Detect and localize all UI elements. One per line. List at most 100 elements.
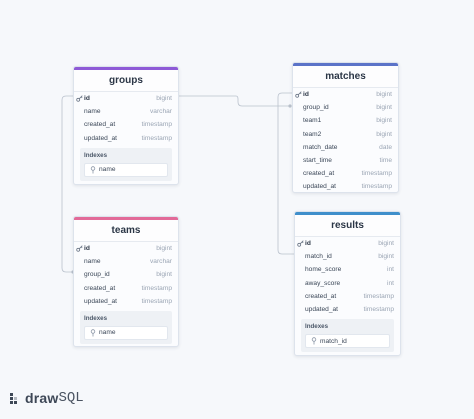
column-type: bigint: [376, 117, 392, 125]
table-accent-bar: [293, 63, 398, 66]
column-type: timestamp: [361, 183, 392, 191]
column-name: team2: [303, 130, 322, 138]
column-name: updated_at: [84, 134, 118, 142]
column-name: home_score: [305, 266, 342, 274]
column-row[interactable]: updated_at timestamp: [293, 180, 398, 192]
column-name: team1: [303, 117, 322, 125]
column-type: bigint: [376, 130, 392, 138]
table-title: teams: [74, 220, 178, 242]
column-name: away_score: [305, 279, 341, 287]
column-name: updated_at: [303, 183, 337, 191]
column-type: bigint: [156, 95, 172, 103]
column-name: match_id: [305, 253, 332, 261]
indexes-label: Indexes: [84, 314, 108, 322]
column-row[interactable]: name varchar: [74, 105, 178, 118]
column-type: int: [387, 266, 394, 274]
logo-text-sql: SQL: [58, 390, 84, 406]
table-title: results: [295, 215, 400, 237]
column-row[interactable]: match_date date: [293, 141, 398, 154]
indexes-panel: Indexes match_id: [301, 319, 394, 353]
column-type: bigint: [378, 240, 394, 248]
column-row[interactable]: updated_at timestamp: [74, 132, 178, 145]
index-item[interactable]: match_id: [305, 334, 390, 349]
column-name: created_at: [305, 292, 337, 300]
column-row[interactable]: id bigint: [74, 92, 178, 105]
column-name: group_id: [84, 271, 110, 279]
column-row[interactable]: match_id bigint: [295, 250, 400, 263]
drawsql-logo: draw SQL: [9, 390, 84, 406]
index-name: name: [99, 166, 116, 174]
column-name: id: [305, 240, 311, 248]
column-row[interactable]: created_at timestamp: [295, 290, 400, 303]
column-row[interactable]: created_at timestamp: [293, 167, 398, 180]
table-accent-bar: [74, 67, 178, 70]
column-type: bigint: [378, 253, 394, 261]
column-type: varchar: [150, 108, 172, 116]
relation-teams-groups: [61, 95, 73, 273]
primary-key-icon: [295, 91, 302, 98]
primary-key-icon: [297, 240, 304, 247]
column-row[interactable]: group_id bigint: [74, 268, 178, 281]
index-item[interactable]: name: [84, 325, 168, 340]
column-type: varchar: [150, 258, 172, 266]
column-name: created_at: [303, 170, 335, 178]
index-pin-icon: [90, 166, 96, 174]
drawsql-logo-icon: [10, 392, 17, 404]
column-row[interactable]: id bigint: [295, 237, 400, 250]
table-accent-bar: [295, 212, 400, 215]
column-name: name: [84, 108, 101, 116]
index-name: name: [99, 329, 116, 337]
index-pin-icon: [311, 337, 317, 345]
column-row[interactable]: team2 bigint: [293, 128, 398, 141]
column-name: group_id: [303, 104, 329, 112]
column-row[interactable]: id bigint: [74, 242, 178, 255]
column-row[interactable]: group_id bigint: [293, 101, 398, 114]
column-type: bigint: [376, 91, 392, 99]
column-type: timestamp: [363, 292, 394, 300]
column-type: bigint: [156, 271, 172, 279]
index-pin-icon: [90, 329, 96, 337]
column-type: timestamp: [141, 297, 172, 305]
column-row[interactable]: team1 bigint: [293, 114, 398, 127]
column-type: date: [379, 143, 392, 151]
logo-text-draw: draw: [25, 390, 59, 406]
primary-key-icon: [76, 245, 83, 252]
column-name: created_at: [84, 121, 116, 129]
column-type: timestamp: [361, 170, 392, 178]
column-row[interactable]: name varchar: [74, 255, 178, 268]
column-list: id bigint name varchar group_id bigint created…: [74, 242, 178, 308]
table-results[interactable]: results id bigint match_id bigint home_score…: [294, 211, 401, 356]
column-row[interactable]: home_score int: [295, 263, 400, 276]
indexes-label: Indexes: [305, 323, 329, 331]
indexes-panel: Indexes name: [80, 310, 172, 344]
column-type: bigint: [376, 104, 392, 112]
column-name: match_date: [303, 143, 338, 151]
table-title: matches: [293, 66, 398, 88]
column-name: id: [84, 245, 90, 253]
primary-key-icon: [76, 95, 83, 102]
column-name: id: [303, 91, 309, 99]
table-teams[interactable]: teams id bigint name varchar group_id bigint c…: [73, 216, 179, 347]
column-name: name: [84, 258, 101, 266]
column-row[interactable]: id bigint: [293, 88, 398, 101]
column-name: updated_at: [305, 306, 339, 314]
relation-groups-matches: [179, 95, 290, 107]
index-item[interactable]: name: [84, 162, 168, 177]
indexes-panel: Indexes name: [80, 147, 172, 181]
column-type: time: [379, 157, 392, 165]
column-type: timestamp: [141, 134, 172, 142]
column-type: bigint: [156, 245, 172, 253]
column-name: id: [84, 95, 90, 103]
indexes-label: Indexes: [84, 151, 108, 159]
